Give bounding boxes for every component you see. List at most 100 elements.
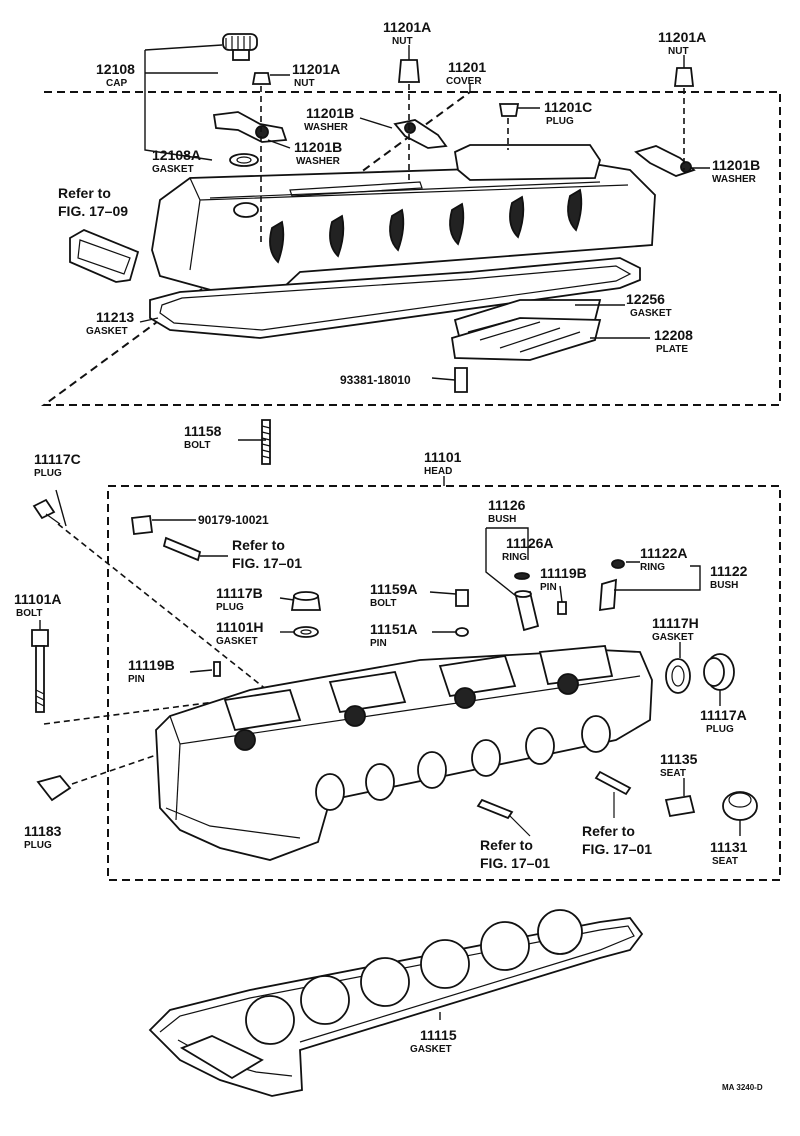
label-11117C: 11117C PLUG (34, 451, 81, 479)
head-assembly-box (107, 485, 781, 881)
label-11122A-name: RING (640, 562, 665, 573)
label-11201-name: COVER (446, 76, 482, 87)
label-11119B-1-name: PIN (540, 582, 557, 593)
seat-11135-drawing (664, 794, 696, 818)
label-11117B: 11117B PLUG (216, 585, 263, 613)
reference-fig1701-a: Refer to FIG. 17–01 (232, 537, 302, 571)
bolt-11101A-drawing (31, 629, 49, 713)
label-11119B-2-number: 11119B (128, 657, 175, 673)
bush-11122-drawing (599, 578, 617, 612)
stud-lower-right-drawing (594, 770, 632, 796)
label-11115: 11115 GASKET (410, 1027, 457, 1055)
label-12108: 12108 CAP (96, 61, 135, 89)
label-11201A-2-name: NUT (392, 36, 413, 47)
label-12256-number: 12256 (626, 291, 665, 307)
label-11201B-3-name: WASHER (712, 174, 757, 185)
label-11117C-name: PLUG (34, 468, 62, 479)
label-12208-number: 12208 (654, 327, 693, 343)
label-11151A: 11151A PIN (370, 621, 418, 649)
label-11201B-1-name: WASHER (304, 122, 349, 133)
label-12256-name: GASKET (630, 308, 672, 319)
reference-fig1701-b-line1: Refer to (480, 837, 533, 853)
bush-11126-drawing (514, 590, 540, 632)
label-11201C: 11201C PLUG (544, 99, 592, 127)
drawing-code: MA 3240-D (722, 1083, 763, 1092)
label-11135-name: SEAT (660, 768, 686, 779)
label-11101A-name: BOLT (16, 608, 42, 619)
label-11159A-name: BOLT (370, 598, 396, 609)
reference-fig1701-c: Refer to FIG. 17–01 (582, 823, 652, 857)
label-11122-name: BUSH (710, 580, 738, 591)
label-11158: 11158 BOLT (184, 423, 222, 451)
oil-filler-cap-drawing (222, 33, 258, 61)
label-11115-number: 11115 (420, 1027, 457, 1043)
label-11213-number: 11213 (96, 309, 134, 325)
ring-11122A-drawing (611, 559, 625, 569)
label-11131: 11131 SEAT (710, 839, 748, 867)
leader-11201B-1 (359, 117, 393, 129)
label-11117C-number: 11117C (34, 451, 81, 467)
leader-11213 (139, 317, 159, 323)
label-11101H-name: GASKET (216, 636, 258, 647)
label-11201B-2-name: WASHER (296, 156, 341, 167)
bolt-11159A-drawing (455, 589, 469, 607)
label-11158-name: BOLT (184, 440, 210, 451)
cover-plug-drawing (498, 103, 520, 117)
label-11126-number: 11126 (488, 497, 526, 513)
stud-lower-left-drawing (476, 798, 514, 820)
cylinder-head-drawing (155, 645, 653, 861)
pin-11119B-left-drawing (213, 661, 221, 677)
plate-bolt-drawing (454, 367, 468, 393)
label-12208: 12208 PLATE (654, 327, 693, 355)
label-93381: 93381-18010 (340, 373, 411, 387)
reference-fig1709: Refer to FIG. 17–09 (58, 185, 128, 219)
label-11131-name: SEAT (712, 856, 738, 867)
label-11183-number: 11183 (24, 823, 62, 839)
washer-bracket-drawing-1 (212, 111, 288, 143)
washer-bracket-drawing-2 (393, 119, 448, 149)
label-11201A-1-number: 11201A (292, 61, 340, 77)
label-11101-number: 11101 (424, 449, 462, 465)
reference-fig1701-c-line1: Refer to (582, 823, 635, 839)
bolt-11101A-line (43, 699, 231, 725)
label-11117A-number: 11117A (700, 707, 747, 723)
label-11201B-1-number: 11201B (306, 105, 354, 121)
label-11115-name: GASKET (410, 1044, 452, 1055)
cover-gasket-drawing (149, 257, 641, 339)
nut-drawing-1 (251, 72, 272, 85)
label-11201C-name: PLUG (546, 116, 574, 127)
label-11151A-number: 11151A (370, 621, 418, 637)
pin-11119B-right-drawing (557, 601, 567, 615)
label-11159A-number: 11159A (370, 581, 418, 597)
label-11119B-2-name: PIN (128, 674, 145, 685)
label-11126: 11126 BUSH (488, 497, 526, 525)
label-11119B-2: 11119B PIN (128, 657, 175, 685)
label-11151A-name: PIN (370, 638, 387, 649)
gasket-11117H-drawing (665, 658, 691, 694)
plug-11183-drawing (36, 774, 72, 802)
label-11183-name: PLUG (24, 840, 52, 851)
label-11122A-number: 11122A (640, 545, 688, 561)
label-11126-name: BUSH (488, 514, 516, 525)
reference-fig1701-a-line1: Refer to (232, 537, 285, 553)
label-11159A: 11159A BOLT (370, 581, 418, 609)
reference-fig1701-b: Refer to FIG. 17–01 (480, 837, 550, 871)
label-11101H-number: 11101H (216, 619, 264, 635)
gasket-11101H-drawing (293, 626, 319, 638)
label-11117B-number: 11117B (216, 585, 263, 601)
label-12108A: 12108A GASKET (152, 147, 201, 175)
nut-drawing-2 (398, 59, 420, 83)
label-90179: 90179-10021 (198, 513, 269, 527)
label-12108A-name: GASKET (152, 164, 194, 175)
label-11101A: 11101A BOLT (14, 591, 62, 619)
label-11119B-1-number: 11119B (540, 565, 587, 581)
label-11201-number: 11201 (448, 59, 486, 75)
label-11101A-number: 11101A (14, 591, 62, 607)
plug-11117C-line (57, 523, 331, 741)
label-11201A-1-name: NUT (294, 78, 315, 89)
label-11126A-name: RING (502, 552, 527, 563)
label-11201: 11201 COVER (446, 59, 486, 87)
washer-bracket-drawing-3 (634, 145, 696, 177)
label-11117A: 11117A PLUG (700, 707, 747, 735)
stud-drawing (162, 536, 202, 562)
